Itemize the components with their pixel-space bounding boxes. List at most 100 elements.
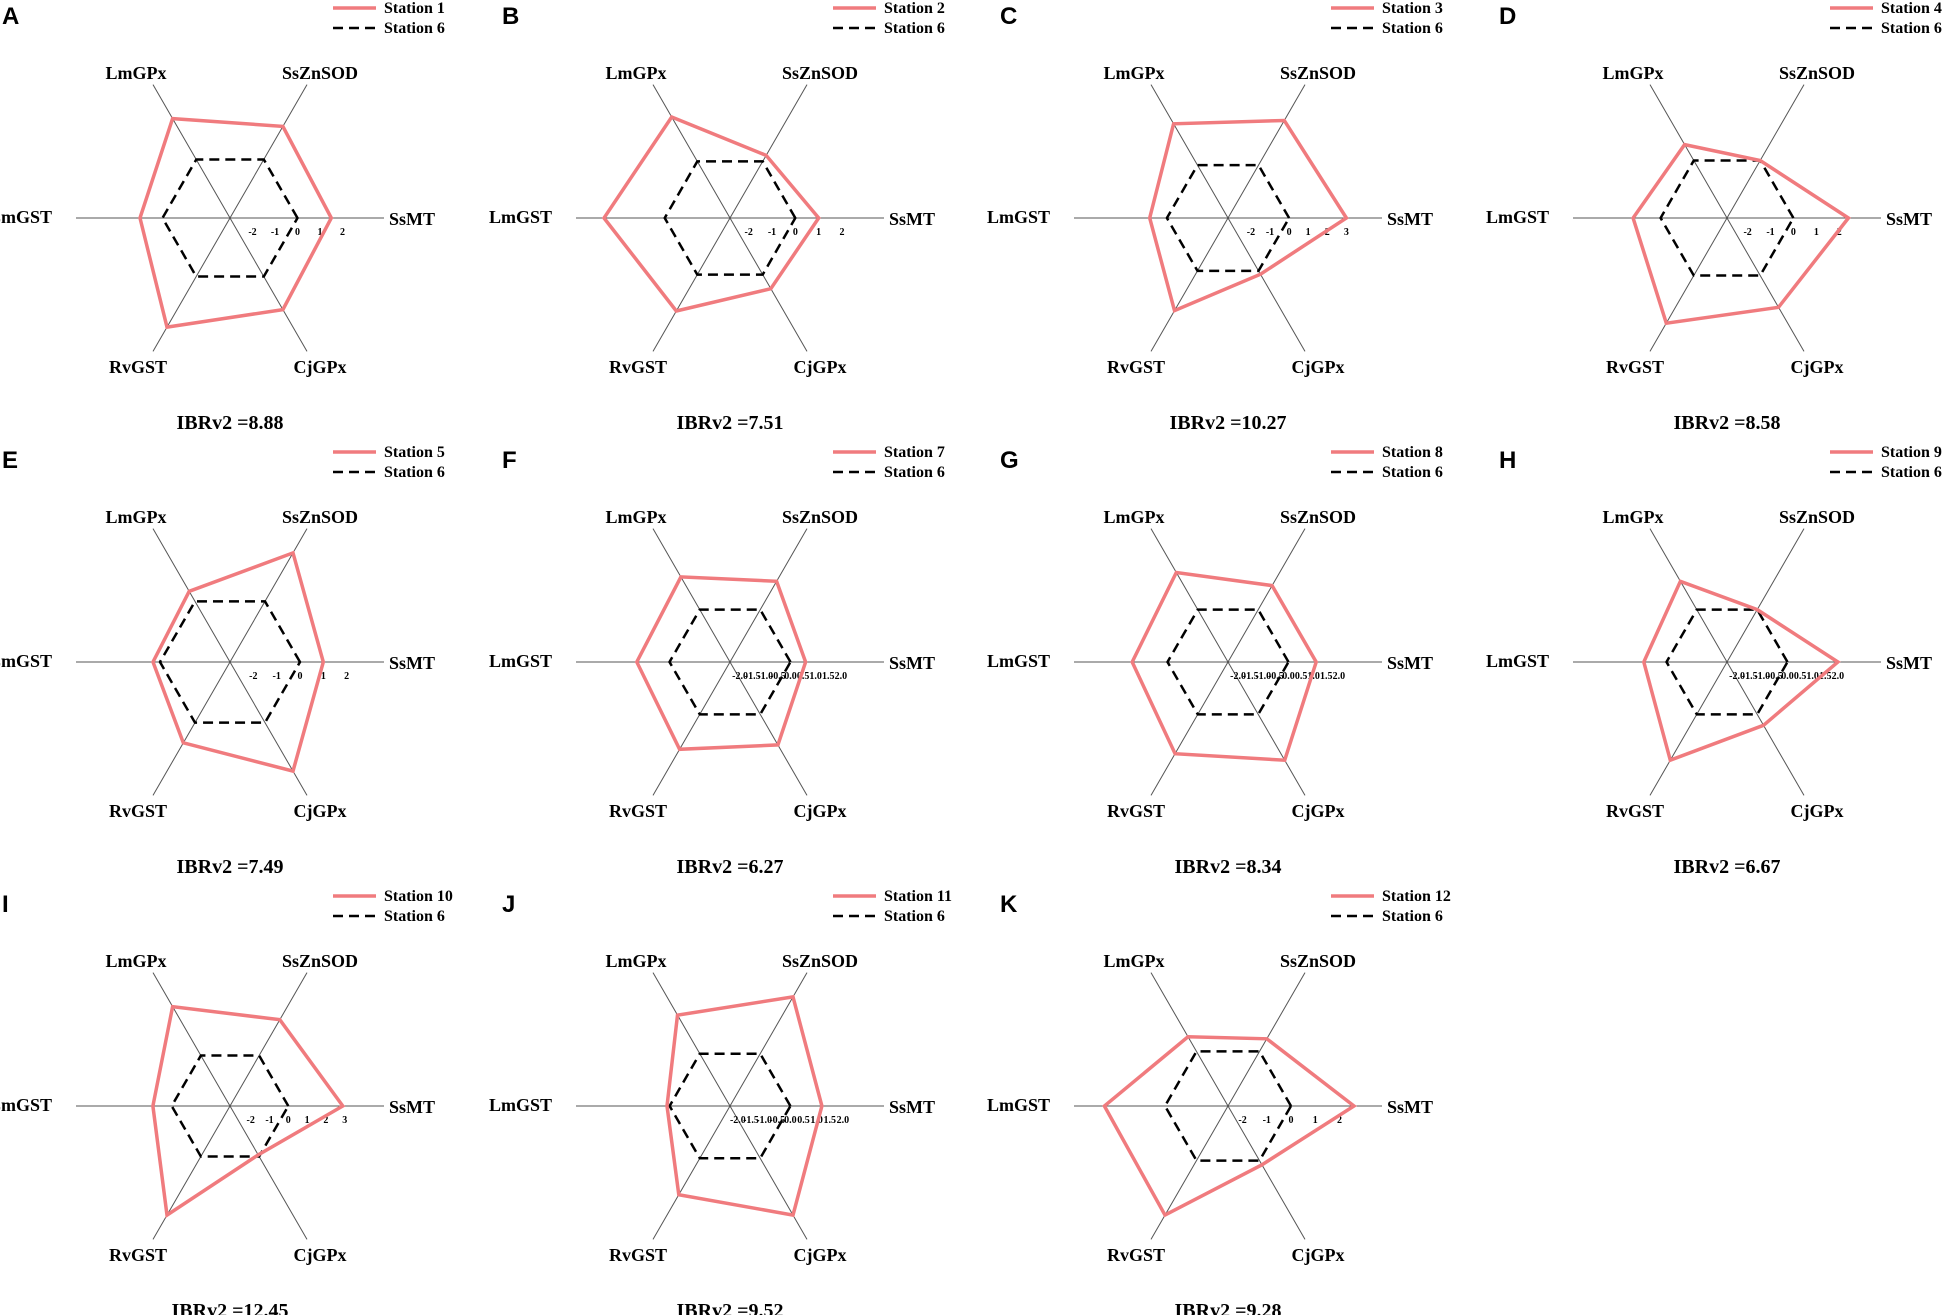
axis-label-rvgst: RvGST [1606, 801, 1664, 821]
panel-letter: K [1000, 891, 1018, 918]
panel-letter: I [2, 891, 9, 918]
tick-label: -0.5 [1268, 671, 1284, 682]
tick-label: 0.0 [1282, 671, 1295, 682]
ibr-value: IBRv2 =12.45 [172, 1300, 289, 1315]
legend-label: Station 5 [384, 444, 445, 461]
tick-label: -1 [768, 227, 776, 238]
legend-label: Station 6 [1382, 908, 1443, 925]
axis-label-lmgpx: LmGPx [606, 63, 667, 83]
ibr-value: IBRv2 =7.51 [677, 412, 784, 434]
axis-label-ssznsod: SsZnSOD [282, 63, 358, 83]
series-polygon-station [1130, 570, 1319, 763]
axis-spoke [729, 217, 808, 352]
axis-label-ssznsod: SsZnSOD [1280, 951, 1356, 971]
ibr-value: IBRv2 =6.27 [677, 856, 784, 878]
tick-label: 0 [298, 671, 303, 682]
axis-spoke [152, 528, 231, 663]
tick-label: 1 [1313, 1115, 1318, 1126]
axis-label-rvgst: RvGST [1107, 1245, 1165, 1265]
axis-label-ssmt: SsMT [389, 1097, 435, 1117]
axis-spoke [652, 972, 731, 1107]
axis-label-cjgpx: CjGPx [294, 357, 347, 377]
axis-label-lmgst: LmGST [1486, 207, 1549, 227]
tick-label: 2.0 [1333, 671, 1346, 682]
axis-label-lmgpx: LmGPx [606, 951, 667, 971]
axis-label-ssznsod: SsZnSOD [282, 507, 358, 527]
axis-spoke [1227, 528, 1306, 663]
axis-label-ssznsod: SsZnSOD [1280, 63, 1356, 83]
legend-label: Station 6 [1881, 20, 1942, 37]
series-polygon-reference [1665, 608, 1789, 716]
tick-label: -0.5 [769, 1115, 785, 1126]
panel-letter: B [502, 3, 519, 30]
panel-letter: F [502, 447, 517, 474]
tick-label: 1 [318, 227, 323, 238]
axis-label-ssznsod: SsZnSOD [282, 951, 358, 971]
tick-label: 0.0 [784, 1115, 797, 1126]
ibr-value: IBRv2 =7.49 [177, 856, 284, 878]
ibr-value: IBRv2 =8.88 [177, 412, 284, 434]
series-polygon-station [665, 994, 824, 1218]
axis-spoke [152, 84, 231, 219]
legend-label: Station 11 [884, 888, 952, 905]
tick-label: 0.0 [784, 671, 797, 682]
axis-label-cjgpx: CjGPx [1791, 357, 1844, 377]
axis-label-ssmt: SsMT [389, 653, 435, 673]
axis-label-cjgpx: CjGPx [1292, 801, 1345, 821]
tick-label: -1.5 [1742, 671, 1758, 682]
tick-label: -1.5 [743, 1115, 759, 1126]
axis-label-lmgpx: LmGPx [106, 951, 167, 971]
tick-label: 0.5 [1794, 671, 1807, 682]
tick-label: 1.5 [1819, 671, 1832, 682]
tick-label: -1 [265, 1115, 273, 1126]
axis-spoke [152, 1105, 231, 1240]
tick-label: -1 [271, 227, 279, 238]
axis-label-rvgst: RvGST [109, 357, 167, 377]
tick-label: 2 [840, 227, 845, 238]
tick-label: 0 [286, 1115, 291, 1126]
axis-spoke [729, 1105, 808, 1240]
tick-label: -1.5 [1243, 671, 1259, 682]
tick-label: 1 [1306, 227, 1311, 238]
axis-spoke [652, 1105, 731, 1240]
axis-label-rvgst: RvGST [1107, 801, 1165, 821]
axis-spoke [1726, 217, 1805, 352]
panel-letter: G [1000, 447, 1019, 474]
axis-spoke [1649, 528, 1728, 663]
axis-spoke [1649, 661, 1728, 796]
axis-label-ssmt: SsMT [1886, 653, 1932, 673]
series-polygon-reference [170, 1054, 290, 1158]
axis-label-ssmt: SsMT [1886, 209, 1932, 229]
tick-label: 1.0 [1806, 671, 1819, 682]
axis-label-cjgpx: CjGPx [1292, 357, 1345, 377]
axis-label-lmgpx: LmGPx [1603, 507, 1664, 527]
tick-label: -2 [1238, 1115, 1246, 1126]
legend-label: Station 9 [1881, 444, 1942, 461]
axis-label-rvgst: RvGST [609, 357, 667, 377]
axis-spoke [729, 528, 808, 663]
axis-label-rvgst: RvGST [109, 1245, 167, 1265]
legend-label: Station 8 [1382, 444, 1443, 461]
axis-spoke [1649, 84, 1728, 219]
axis-spoke [652, 528, 731, 663]
axis-label-lmgpx: LmGPx [106, 507, 167, 527]
tick-label: 2.0 [837, 1115, 850, 1126]
axis-spoke [1150, 217, 1229, 352]
tick-label: 2.0 [1832, 671, 1845, 682]
axis-label-ssznsod: SsZnSOD [782, 507, 858, 527]
axis-label-rvgst: RvGST [1606, 357, 1664, 377]
axis-label-lmgst: LmGST [987, 651, 1050, 671]
tick-label: -2.0 [1230, 671, 1246, 682]
axis-label-lmgst: LmGST [489, 1095, 552, 1115]
legend-label: Station 6 [884, 908, 945, 925]
axis-label-ssmt: SsMT [889, 653, 935, 673]
series-polygon-station [151, 1004, 346, 1219]
ibr-value: IBRv2 =6.67 [1674, 856, 1781, 878]
tick-label: 0 [1791, 227, 1796, 238]
axis-spoke [1150, 661, 1229, 796]
